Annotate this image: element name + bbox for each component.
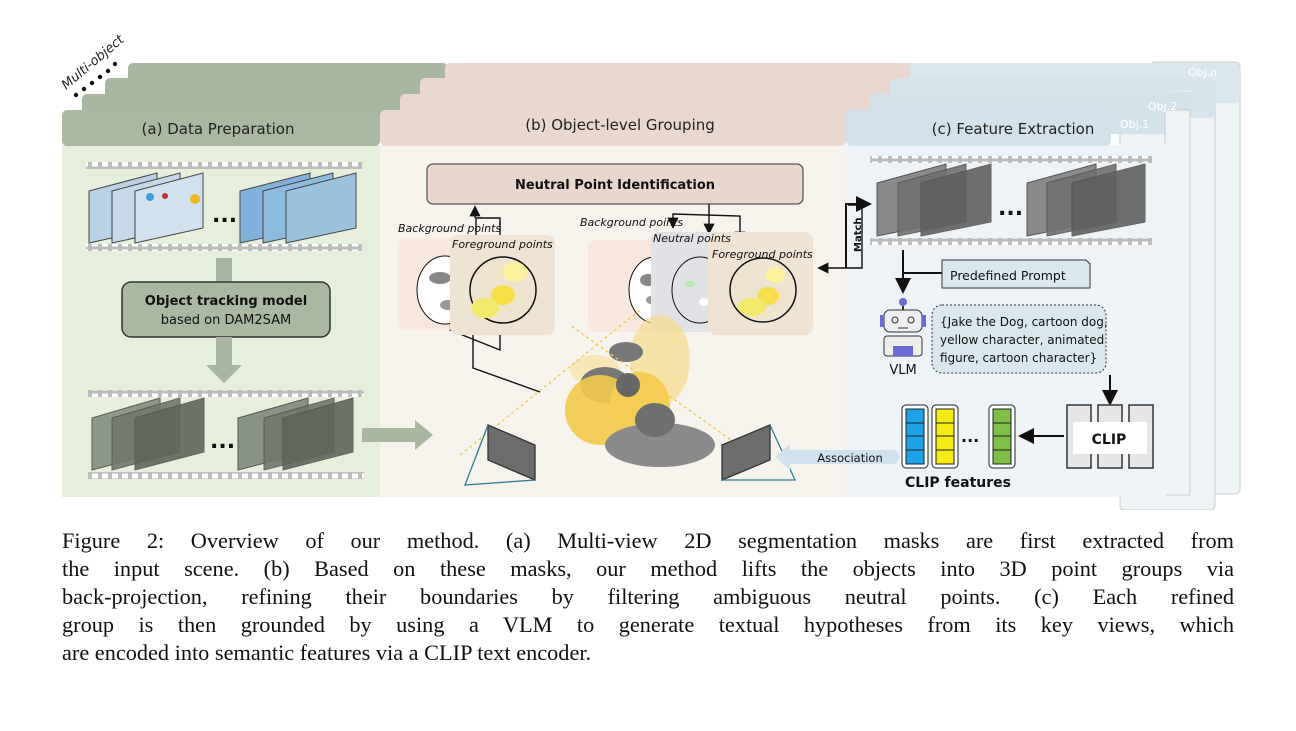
clip-feature-vectors <box>901 404 1016 469</box>
right-point-cards <box>588 232 813 335</box>
neutral-point-label: Neutral Point Identification <box>515 178 715 193</box>
match-label: Match <box>853 217 864 252</box>
right-arrow <box>362 420 433 450</box>
caption-line: are encoded into semantic features via a… <box>62 640 592 665</box>
stack-dots <box>73 61 118 98</box>
key-views-ellipsis: ... <box>998 196 1023 221</box>
tracking-model-line2: based on DAM2SAM <box>161 313 291 328</box>
arrow-stem <box>216 258 232 283</box>
panel-c-header <box>846 110 1111 146</box>
predefined-prompt-label: Predefined Prompt <box>950 268 1066 283</box>
clip-label: CLIP <box>1092 432 1127 448</box>
left-foreground-label: Foreground points <box>452 238 553 251</box>
masks-ellipsis: ... <box>210 429 235 454</box>
method-overview-figure: Multi-object Obj.n ...... Obj.2 Obj.1 (a… <box>59 32 1241 510</box>
left-point-cards <box>398 235 555 335</box>
caption-line: back-projection, refining their boundari… <box>62 584 1234 609</box>
left-background-label: Background points <box>398 222 501 235</box>
robot-icon <box>880 298 926 357</box>
predefined-prompt-box <box>941 259 1091 289</box>
key-view-filmstrip <box>870 156 1152 245</box>
figure-caption: Figure 2: Overview of our method. (a) Mu… <box>62 527 1234 667</box>
association-label: Association <box>817 451 882 465</box>
clip-encoder <box>1066 404 1154 469</box>
neutral-point-box <box>426 163 804 205</box>
hypotheses-line2: yellow character, animated <box>940 333 1104 347</box>
panel-b-header <box>380 110 846 146</box>
down-arrow <box>206 337 242 383</box>
input-frames-filmstrip <box>86 162 362 251</box>
right-background-label: Background points <box>580 216 683 229</box>
obj-label-more: ...... <box>1172 82 1193 95</box>
3d-point-cloud <box>565 315 715 467</box>
right-foreground-label: Foreground points <box>712 248 813 261</box>
hypotheses-line3: figure, cartoon character} <box>940 351 1097 365</box>
cameras <box>459 309 797 486</box>
prompt-connector <box>895 250 942 294</box>
panel-a-title: (a) Data Preparation <box>142 120 295 138</box>
vlm-label: VLM <box>889 363 916 378</box>
frames-ellipsis: ... <box>212 203 237 228</box>
panel-b-title: (b) Object-level Grouping <box>525 116 715 134</box>
mask-frames-filmstrip <box>88 390 364 479</box>
caption-line: group is then grounded by using a VLM to… <box>62 612 1234 637</box>
caption-line: the input scene. (b) Based on these mask… <box>62 556 1234 581</box>
association-arrow <box>775 444 900 470</box>
caption-line: Figure 2: Overview of our method. (a) Mu… <box>62 528 1234 553</box>
panel-a-header <box>62 110 380 146</box>
obj-label-n: Obj.n <box>1188 66 1217 79</box>
match-connector <box>845 196 872 268</box>
hypotheses-bubble <box>931 304 1107 374</box>
obj-label-2: Obj.2 <box>1148 100 1177 113</box>
clip-features-label: CLIP features <box>905 475 1011 491</box>
obj-label-1: Obj.1 <box>1120 118 1149 131</box>
features-ellipsis: ... <box>961 427 979 446</box>
tracking-model-line1: Object tracking model <box>145 294 307 309</box>
hypotheses-line1: {Jake the Dog, cartoon dog, <box>940 315 1108 329</box>
tracking-model-box <box>121 281 331 338</box>
panel-c-title: (c) Feature Extraction <box>932 120 1095 138</box>
neutral-points-label: Neutral points <box>653 232 731 245</box>
